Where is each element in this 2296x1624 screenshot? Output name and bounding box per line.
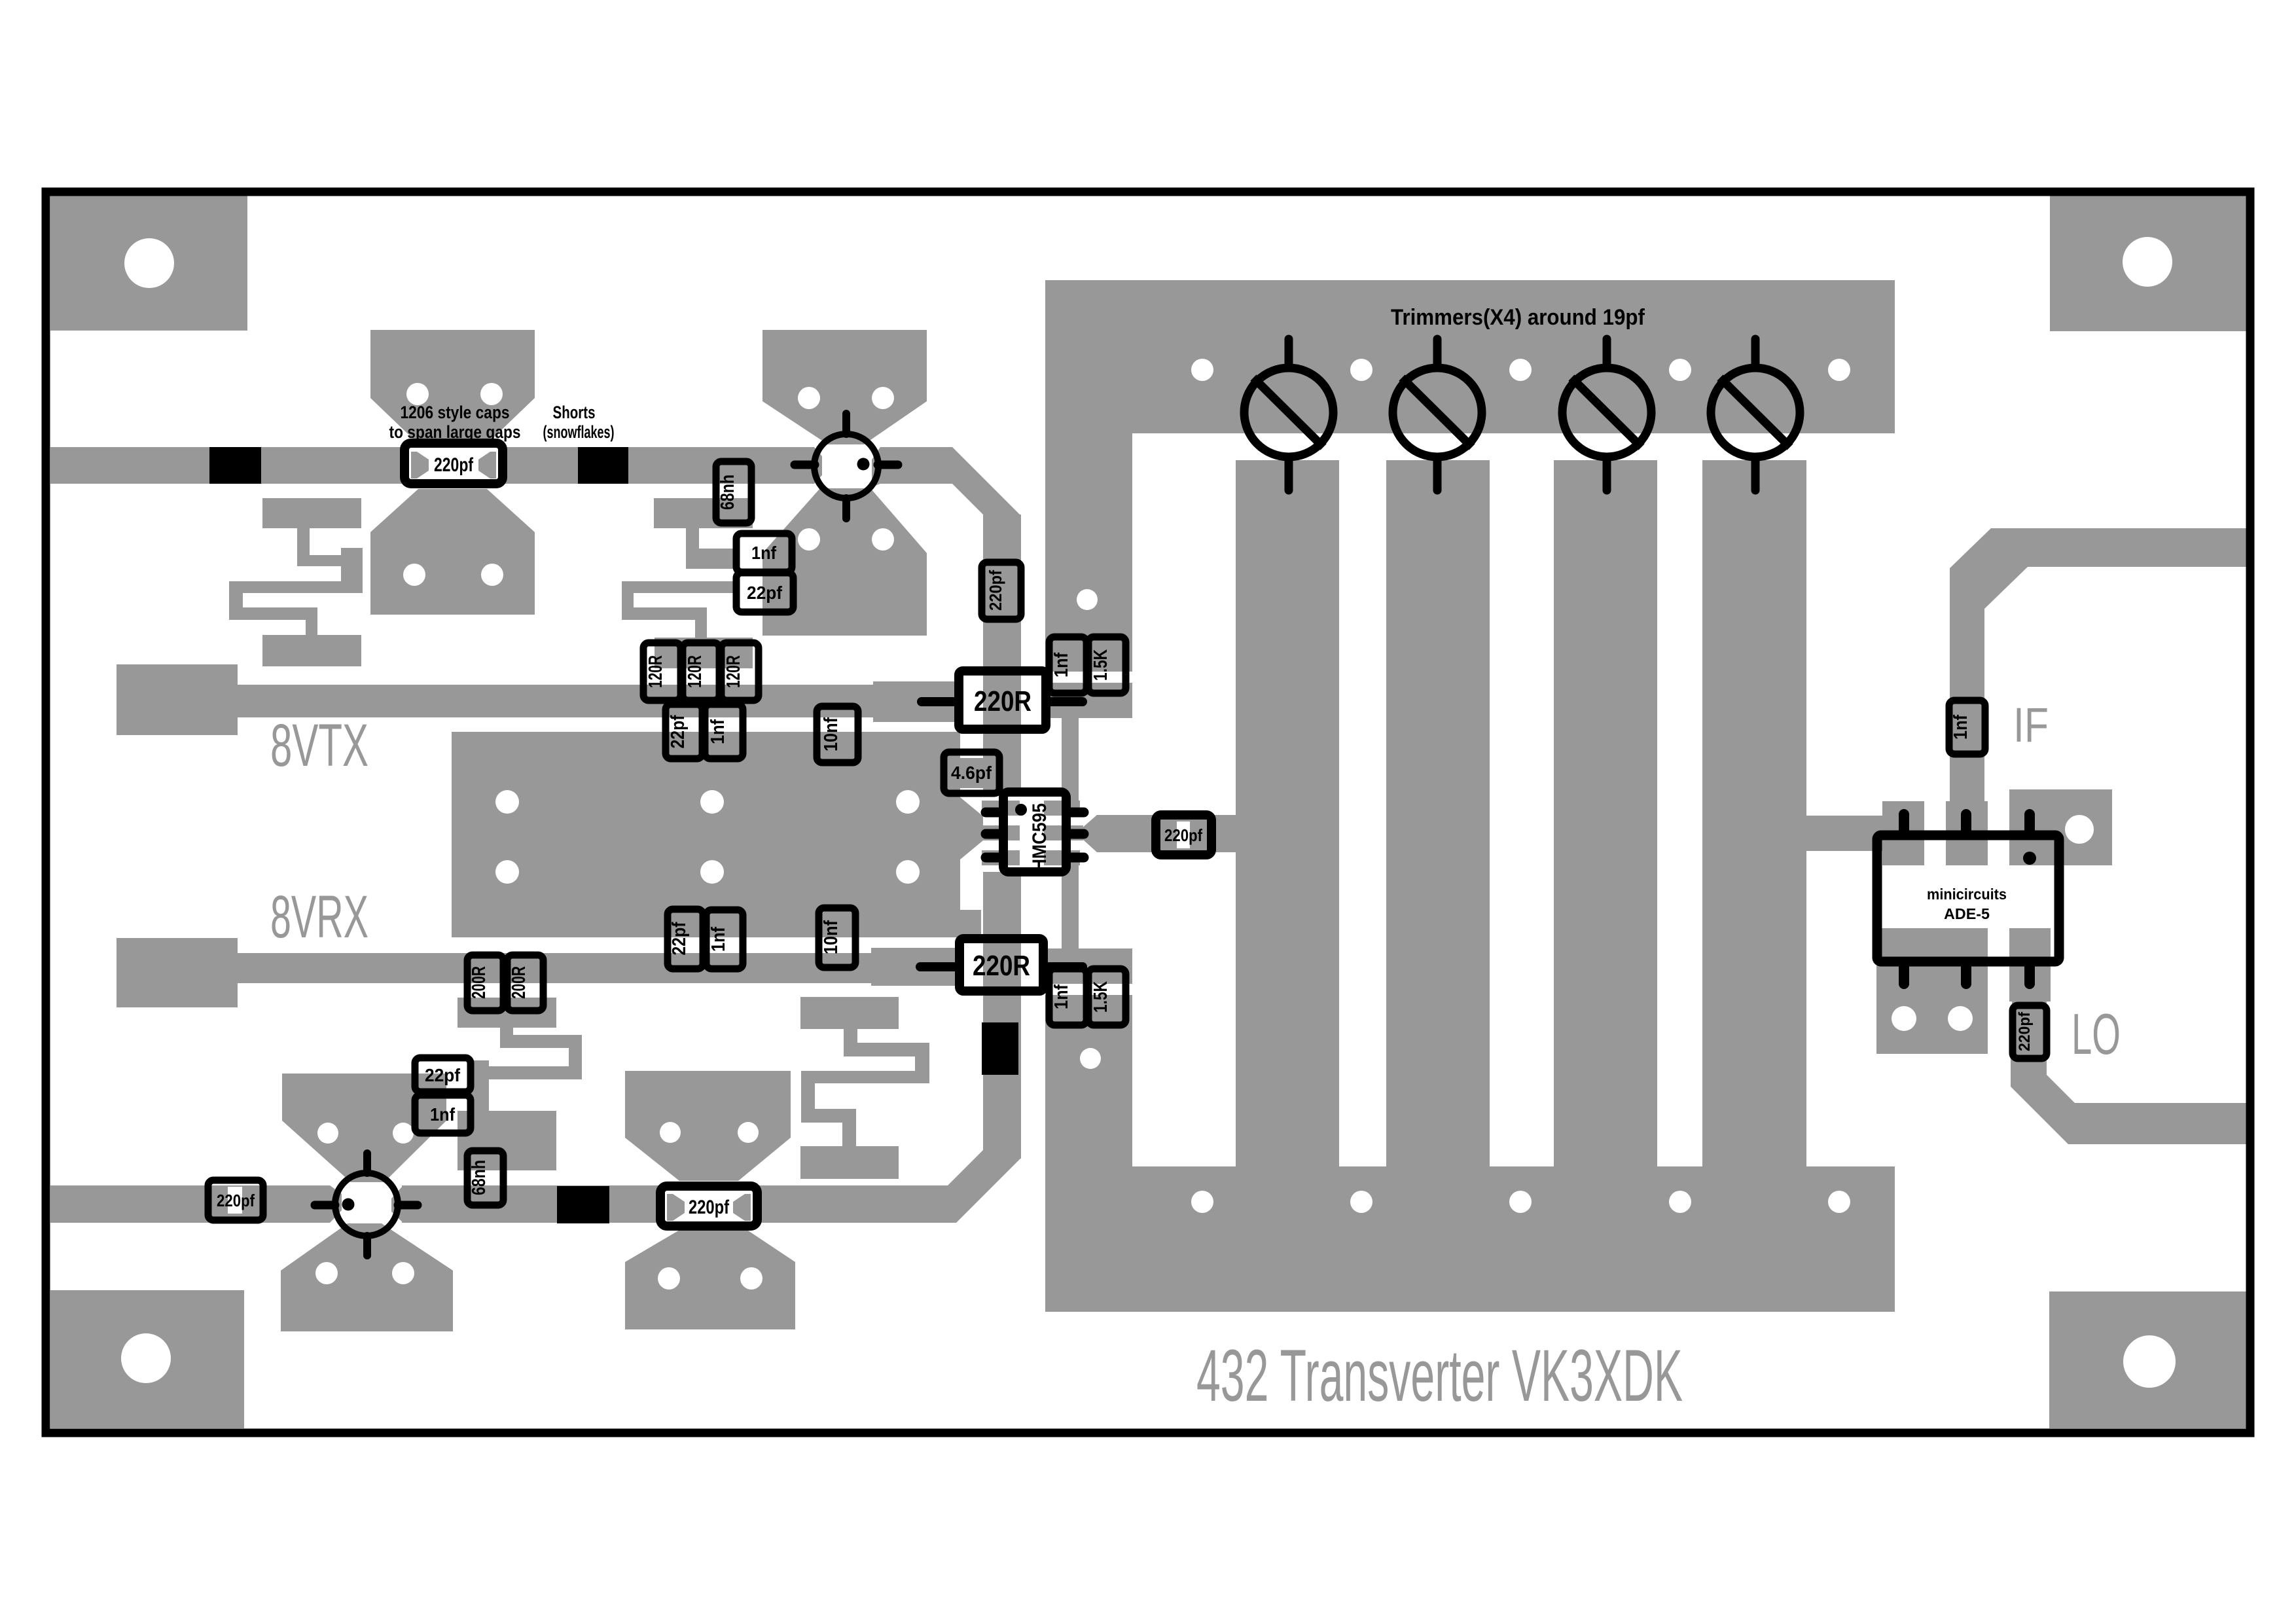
- svg-text:120R: 120R: [645, 655, 666, 688]
- svg-text:LO: LO: [2072, 1001, 2121, 1066]
- svg-text:1nf: 1nf: [1950, 715, 1971, 740]
- svg-text:to span large gaps: to span large gaps: [389, 422, 521, 442]
- svg-text:220R: 220R: [974, 685, 1031, 717]
- svg-text:8VRX: 8VRX: [270, 884, 368, 950]
- svg-text:4.6pf: 4.6pf: [951, 763, 992, 783]
- svg-text:8VTX: 8VTX: [270, 712, 368, 779]
- svg-text:22pf: 22pf: [425, 1065, 461, 1085]
- svg-text:68nh: 68nh: [469, 1160, 490, 1195]
- svg-text:HMC595: HMC595: [1029, 803, 1050, 871]
- svg-text:1206 style caps: 1206 style caps: [401, 403, 510, 422]
- svg-text:432 Transverter VK3XDK: 432 Transverter VK3XDK: [1196, 1335, 1683, 1416]
- svg-text:(snowflakes): (snowflakes): [543, 422, 615, 442]
- svg-text:1nf: 1nf: [430, 1104, 456, 1125]
- svg-text:1.5K: 1.5K: [1090, 649, 1111, 681]
- svg-text:22pf: 22pf: [668, 715, 689, 748]
- svg-text:220pf: 220pf: [217, 1191, 255, 1210]
- svg-text:IF: IF: [2013, 698, 2049, 752]
- svg-text:200R: 200R: [469, 966, 490, 999]
- svg-text:ADE-5: ADE-5: [1944, 905, 1990, 922]
- svg-text:120R: 120R: [723, 655, 744, 688]
- svg-text:1nf: 1nf: [708, 719, 728, 744]
- svg-text:220pf: 220pf: [2016, 1011, 2034, 1051]
- svg-text:1nf: 1nf: [1051, 653, 1072, 677]
- svg-text:1nf: 1nf: [1051, 984, 1072, 1009]
- svg-text:220pf: 220pf: [434, 454, 474, 476]
- svg-text:68nh: 68nh: [717, 475, 738, 510]
- svg-text:Trimmers(X4) around 19pf: Trimmers(X4) around 19pf: [1391, 305, 1645, 330]
- svg-text:220pf: 220pf: [689, 1197, 730, 1218]
- svg-text:1.5K: 1.5K: [1090, 981, 1111, 1013]
- svg-text:220pf: 220pf: [986, 570, 1005, 611]
- svg-text:220R: 220R: [973, 950, 1030, 982]
- svg-text:1nf: 1nf: [751, 543, 777, 563]
- svg-text:120R: 120R: [685, 655, 706, 688]
- svg-text:10nf: 10nf: [821, 717, 842, 751]
- svg-text:22pf: 22pf: [669, 922, 690, 955]
- svg-text:10nf: 10nf: [821, 920, 842, 954]
- svg-text:minicircuits: minicircuits: [1927, 886, 2007, 903]
- svg-text:Shorts: Shorts: [553, 403, 596, 422]
- svg-text:1nf: 1nf: [708, 927, 729, 952]
- svg-text:220pf: 220pf: [1164, 825, 1202, 845]
- svg-text:200R: 200R: [509, 966, 529, 999]
- svg-text:22pf: 22pf: [747, 583, 783, 603]
